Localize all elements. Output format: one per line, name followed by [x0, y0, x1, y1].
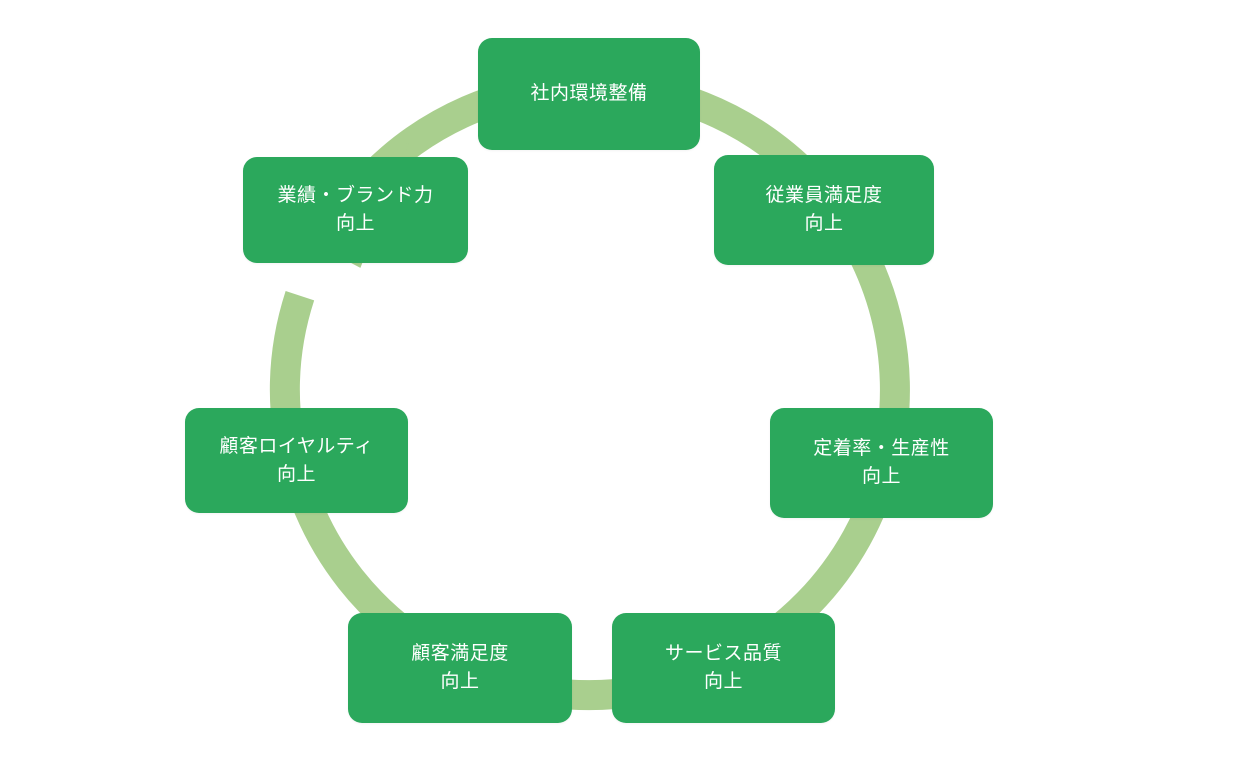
cycle-node-2-line2: 向上: [804, 212, 844, 234]
cycle-node-7-line1: 業績・ブランド力: [277, 184, 434, 207]
cycle-node-5[interactable]: 顧客満足度 向上: [348, 613, 572, 723]
cycle-node-2-line1: 従業員満足度: [765, 184, 883, 207]
cycle-node-6-line1: 顧客ロイヤルティ: [219, 434, 374, 457]
cycle-node-5-line2: 向上: [440, 670, 480, 692]
cycle-node-3[interactable]: 定着率・生産性 向上: [770, 408, 993, 518]
cycle-node-5-line1: 顧客満足度: [411, 642, 509, 665]
cycle-node-4-line2: 向上: [703, 670, 743, 692]
cycle-node-4[interactable]: サービス品質 向上: [612, 613, 835, 723]
cycle-node-1-line1: 社内環境整備: [530, 82, 648, 105]
cycle-node-3-line2: 向上: [861, 465, 901, 487]
cycle-node-3-line1: 定着率・生産性: [813, 437, 950, 460]
cycle-node-6-line2: 向上: [276, 462, 316, 485]
cycle-node-7-line2: 向上: [335, 212, 375, 234]
cycle-node-4-line1: サービス品質: [664, 642, 782, 665]
cycle-node-6[interactable]: 顧客ロイヤルティ 向上: [185, 408, 408, 513]
cycle-node-2[interactable]: 従業員満足度 向上: [714, 155, 934, 265]
cycle-node-1[interactable]: 社内環境整備: [478, 38, 700, 150]
cycle-node-7[interactable]: 業績・ブランド力 向上: [243, 157, 468, 263]
